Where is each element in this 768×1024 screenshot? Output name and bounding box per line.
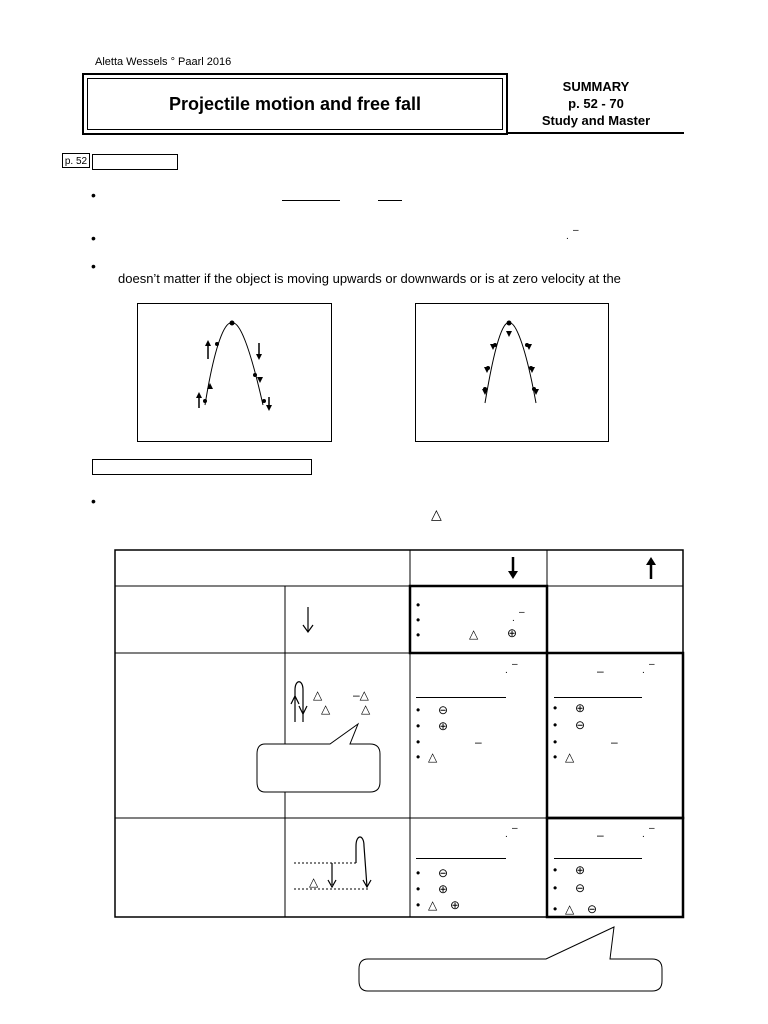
dash-symbol: – (475, 735, 482, 749)
bullet: • (553, 735, 558, 749)
neg-triangle-symbol: –△ (353, 688, 369, 702)
bullet: • (91, 187, 96, 203)
dot-mark: . (505, 829, 508, 840)
dot-mark: . (642, 829, 645, 840)
dash-symbol: – (597, 828, 604, 842)
bullet: • (553, 750, 558, 764)
intro-text: doesn’t matter if the object is moving u… (118, 271, 621, 286)
bullet: • (553, 902, 558, 916)
bullet: • (91, 258, 96, 274)
acceleration-parabola-diagram (482, 320, 539, 404)
summary-book: Study and Master (541, 113, 651, 128)
heading-blank-box (92, 154, 178, 170)
velocity-diagram-box (137, 303, 332, 442)
bullet: • (553, 701, 558, 715)
triangle-symbol: △ (428, 750, 438, 764)
bullet: • (553, 863, 558, 877)
triangle-symbol: △ (309, 875, 319, 889)
summary-rule (508, 132, 684, 134)
plus-circle-symbol: ⊕ (438, 719, 449, 733)
superscript-minus: – (519, 607, 525, 618)
speech-callout (358, 926, 663, 992)
bullet: • (416, 750, 421, 764)
triangle-symbol: △ (469, 627, 479, 641)
triangle-symbol: △ (565, 902, 575, 916)
dot-mark: . (505, 665, 508, 676)
title-frame (82, 73, 508, 135)
triangle-symbol: △ (428, 898, 438, 912)
velocity-parabola-diagram (196, 320, 272, 411)
dash-symbol: – (611, 735, 618, 749)
minus-circle-symbol: ⊖ (575, 881, 586, 895)
page-title: Projectile motion and free fall (87, 78, 503, 130)
page-ref-box: p. 52 (62, 153, 90, 168)
up-down-motion-diagram (290, 681, 308, 722)
bullet: • (416, 882, 421, 896)
drop-height-diagram (294, 836, 372, 890)
minus-circle-symbol: ⊖ (438, 703, 449, 717)
triangle-symbol: △ (565, 750, 575, 764)
summary-block: SUMMARY p. 52 - 70 Study and Master (508, 78, 684, 129)
bullet: • (553, 718, 558, 732)
bullet: • (416, 613, 421, 627)
triangle-symbol: △ (431, 506, 442, 522)
superscript-minus: – (512, 823, 518, 834)
blank-underline (282, 200, 340, 201)
up-arrow-icon (646, 557, 656, 579)
speech-callout (256, 722, 381, 793)
fraction-line (554, 858, 642, 859)
dot-mark: . (566, 231, 569, 242)
heading-blank-box (92, 459, 312, 475)
bullet: • (416, 628, 421, 642)
dot-mark: . (642, 665, 645, 676)
bullet: • (416, 719, 421, 733)
summary-line: SUMMARY (562, 79, 630, 94)
plus-circle-symbol: ⊕ (575, 863, 586, 877)
superscript-minus: – (512, 659, 518, 670)
down-arrow-icon (508, 557, 518, 579)
bullet: • (416, 598, 421, 612)
plus-circle-symbol: ⊕ (450, 898, 461, 912)
triangle-symbol: △ (313, 688, 323, 702)
plus-circle-symbol: ⊕ (575, 701, 586, 715)
author-line: Aletta Wessels ° Paarl 2016 (95, 56, 232, 68)
acceleration-diagram-box (415, 303, 609, 442)
bullet: • (553, 881, 558, 895)
superscript-minus: – (649, 659, 655, 670)
dash-symbol: – (597, 664, 604, 678)
fraction-line (416, 697, 506, 698)
minus-circle-symbol: ⊖ (575, 718, 586, 732)
bullet: • (416, 866, 421, 880)
bullet: • (416, 735, 421, 749)
plus-circle-symbol: ⊕ (438, 882, 449, 896)
summary-pages: p. 52 - 70 (568, 96, 624, 111)
superscript-minus: – (573, 225, 579, 236)
dot-mark: . (512, 613, 515, 624)
bullet: • (91, 230, 96, 246)
triangle-symbol: △ (321, 702, 331, 716)
triangle-symbol: △ (361, 702, 371, 716)
down-arrow-icon (302, 607, 314, 634)
bullet: • (416, 898, 421, 912)
plus-circle-symbol: ⊕ (507, 626, 518, 640)
minus-circle-symbol: ⊖ (587, 902, 598, 916)
blank-underline (378, 200, 402, 201)
fraction-line (416, 858, 506, 859)
superscript-minus: – (649, 823, 655, 834)
bullet: • (91, 493, 96, 509)
bullet: • (416, 703, 421, 717)
minus-circle-symbol: ⊖ (438, 866, 449, 880)
fraction-line (554, 697, 642, 698)
